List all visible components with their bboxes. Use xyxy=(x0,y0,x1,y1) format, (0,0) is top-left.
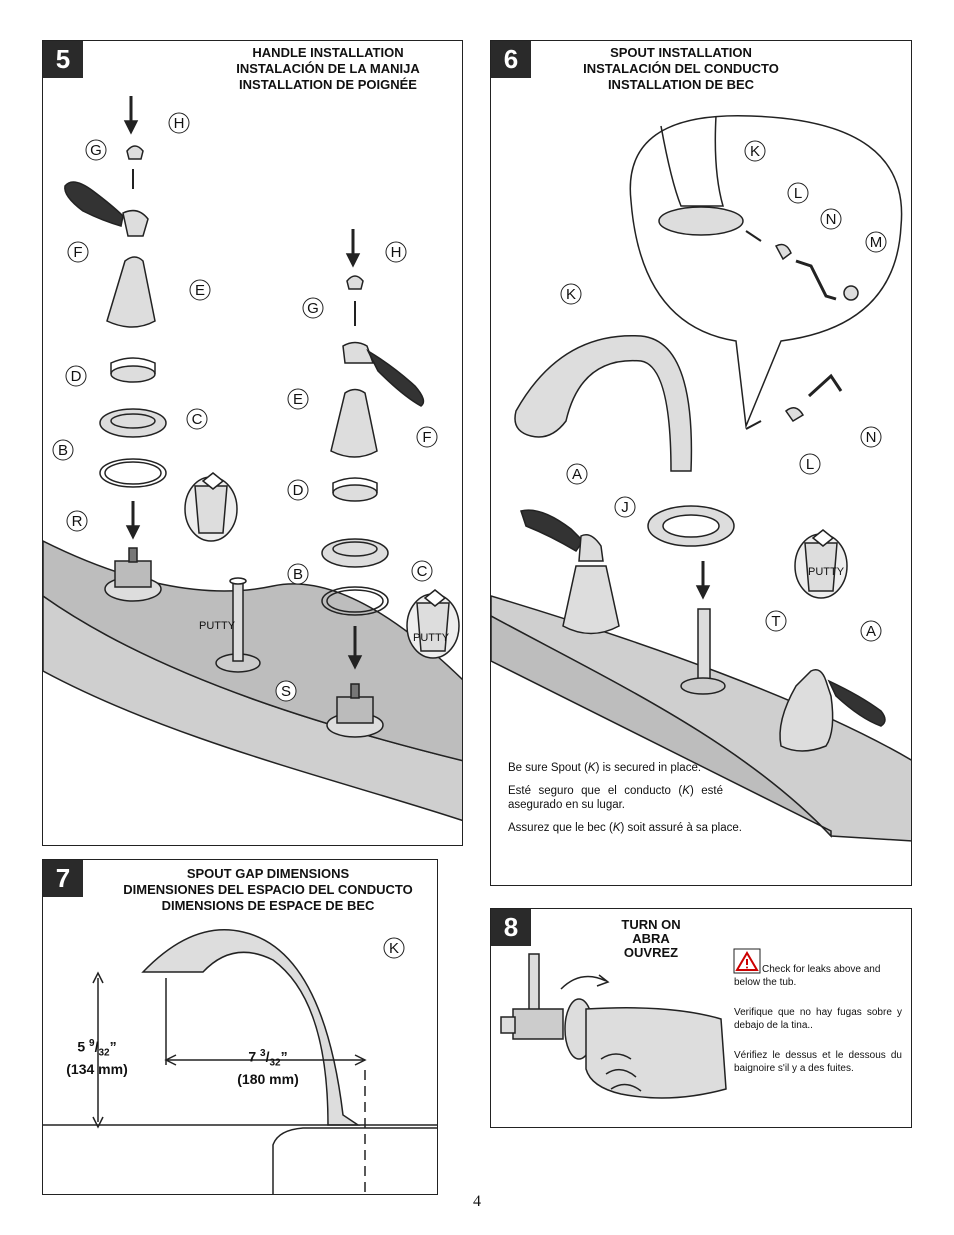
callout-c: C xyxy=(192,411,203,428)
note-en: Be sure Spout (K) is secured in place. xyxy=(508,762,702,774)
callout-r: R xyxy=(72,513,83,530)
step7-panel: 7 SPOUT GAP DIMENSIONS DIMENSIONES DEL E… xyxy=(42,859,438,1195)
step6-callouts-main: K N L A J T A xyxy=(560,283,882,642)
step8-illustration xyxy=(500,948,761,1099)
callout-k: K xyxy=(566,286,576,303)
callout-n: N xyxy=(866,429,877,446)
callout-e: E xyxy=(195,282,205,299)
step5-panel: 5 HANDLE INSTALLATION INSTALACIÓN DE LA … xyxy=(42,40,463,846)
warning-es: Verifique que no hay fugas sobre y debaj… xyxy=(734,1007,902,1031)
reach-dimension: 7 3/32” (180 mm) xyxy=(237,1048,299,1088)
step7-number: 7 xyxy=(43,860,83,897)
step8-warnings: Check for leaks above and below the tub.… xyxy=(734,963,902,1084)
note-fr: Assurez que le bec (K) soit assuré à sa … xyxy=(508,822,742,834)
callout-n: N xyxy=(826,211,837,228)
step7-illustration: K xyxy=(43,929,437,1194)
warning-en: Check for leaks above and below the tub. xyxy=(734,964,881,988)
callout-a: A xyxy=(572,466,582,483)
callout-j: J xyxy=(621,499,629,516)
putty-label: PUTTY xyxy=(413,632,450,644)
callout-e: E xyxy=(293,391,303,408)
step8-number: 8 xyxy=(491,909,531,946)
step6-callouts-bubble: K L N M xyxy=(744,140,887,253)
step8-title: TURN ON ABRA OUVREZ xyxy=(621,917,681,960)
step6-notes: Be sure Spout (K) is secured in place. E… xyxy=(508,761,742,844)
step5-title: HANDLE INSTALLATION INSTALACIÓN DE LA MA… xyxy=(236,45,420,92)
step5-callouts-right: H G E F D C B S xyxy=(275,241,438,702)
callout-d: D xyxy=(293,482,304,499)
height-dimension: 5 9/32” (134 mm) xyxy=(66,1038,128,1078)
note-es: Esté seguro que el conducto (K) esté ase… xyxy=(508,785,723,811)
callout-f: F xyxy=(422,429,431,446)
step8-panel: 8 TURN ON ABRA OUVREZ Check for leaks ab… xyxy=(490,908,912,1128)
callout-h: H xyxy=(174,115,185,132)
callout-b: B xyxy=(58,442,68,459)
warning-icon xyxy=(733,948,761,974)
step6-title: SPOUT INSTALLATION INSTALACIÓN DEL CONDU… xyxy=(583,45,779,92)
callout-g: G xyxy=(307,300,319,317)
callout-m: M xyxy=(870,234,883,251)
step6-panel: 6 SPOUT INSTALLATION INSTALACIÓN DEL CON… xyxy=(490,40,912,886)
step7-title: SPOUT GAP DIMENSIONS DIMENSIONES DEL ESP… xyxy=(123,866,413,913)
callout-l: L xyxy=(806,456,814,473)
callout-c: C xyxy=(417,563,428,580)
callout-a: A xyxy=(866,623,876,640)
step6-number: 6 xyxy=(491,41,531,78)
callout-k: K xyxy=(750,143,760,160)
callout-t: T xyxy=(771,613,780,630)
warning-fr: Vérifiez le dessus et le dessous du baig… xyxy=(734,1050,902,1074)
page-number: 4 xyxy=(473,1193,481,1210)
callout-f: F xyxy=(73,244,82,261)
step5-number: 5 xyxy=(43,41,83,78)
callout-g: G xyxy=(90,142,102,159)
putty-label: PUTTY xyxy=(808,566,845,578)
callout-d: D xyxy=(71,368,82,385)
putty-label: PUTTY xyxy=(199,620,236,632)
callout-s: S xyxy=(281,683,291,700)
callout-l: L xyxy=(794,185,802,202)
callout-b: B xyxy=(293,566,303,583)
step5-illustration: PUTTY PUTTY H G F E D C B R H G E F D C … xyxy=(43,96,462,822)
step6-illustration: PUTTY K L N M K N L A J T A xyxy=(491,115,911,842)
step5-callouts-left: H G F E D C B R xyxy=(52,112,211,532)
callout-k: K xyxy=(389,940,399,957)
callout-h: H xyxy=(391,244,402,261)
